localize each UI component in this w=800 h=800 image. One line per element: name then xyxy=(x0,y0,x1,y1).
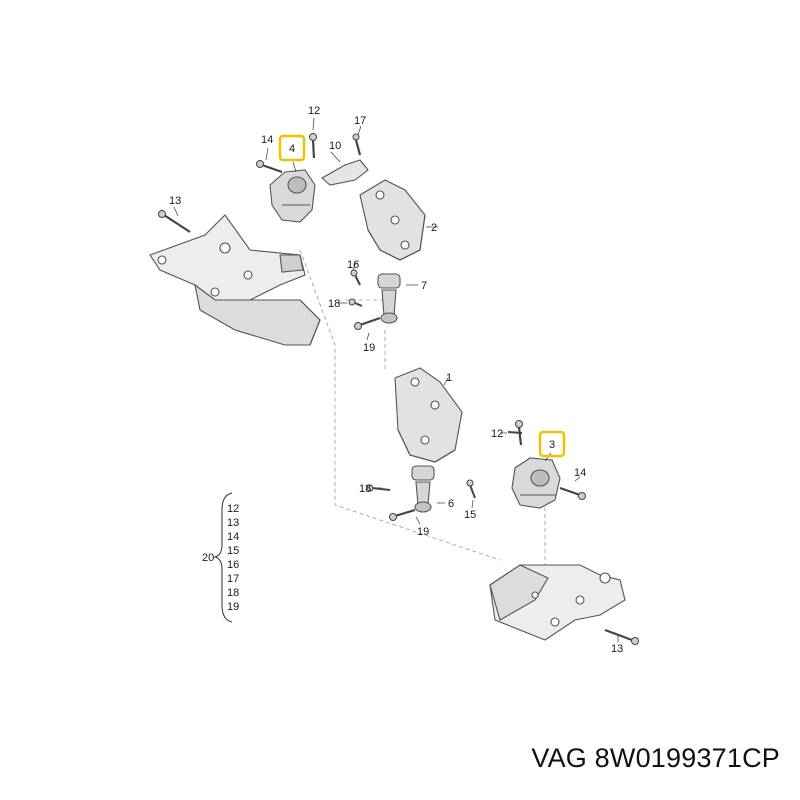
kit-list-brace xyxy=(213,492,233,623)
kit-list-item: 16 xyxy=(227,559,239,571)
damper-7 xyxy=(377,273,401,324)
kit-list-item: 13 xyxy=(227,517,239,529)
callout-19-lower: 19 xyxy=(417,526,429,538)
highlight-box-3 xyxy=(538,430,566,458)
kit-list-item: 15 xyxy=(227,545,239,557)
callout-4: 4 xyxy=(289,143,295,155)
callout-7: 7 xyxy=(421,280,427,292)
front-subframe-left xyxy=(149,214,321,346)
bolts xyxy=(158,133,639,645)
callout-12: 12 xyxy=(308,105,320,117)
callout-2: 2 xyxy=(431,222,437,234)
callout-13: 13 xyxy=(169,195,181,207)
highlight-box-4 xyxy=(278,134,306,162)
bracket-10 xyxy=(321,159,369,186)
callout-10: 10 xyxy=(329,140,341,152)
callout-18-lower: 18 xyxy=(359,483,371,495)
callout-20: 20 xyxy=(202,552,214,564)
callout-13-lower: 13 xyxy=(611,643,623,655)
callout-14-lower: 14 xyxy=(574,467,586,479)
kit-list-item: 17 xyxy=(227,573,239,585)
engine-bracket-1 xyxy=(394,367,463,463)
kit-list-item: 14 xyxy=(227,531,239,543)
engine-mount-4 xyxy=(269,169,316,223)
kit-list-item: 18 xyxy=(227,587,239,599)
callout-19: 19 xyxy=(363,342,375,354)
callout-15: 15 xyxy=(464,509,476,521)
callout-6: 6 xyxy=(448,498,454,510)
kit-list-item: 19 xyxy=(227,601,239,613)
kit-list-item: 12 xyxy=(227,503,239,515)
part-number-caption: VAG 8W0199371CP xyxy=(531,743,780,773)
engine-mount-3 xyxy=(511,457,561,509)
damper-6 xyxy=(411,465,435,513)
front-subframe-right xyxy=(489,564,626,641)
engine-bracket-2 xyxy=(359,179,426,261)
callout-3: 3 xyxy=(549,439,555,451)
callout-16: 16 xyxy=(347,259,359,271)
callout-1: 1 xyxy=(446,372,452,384)
callout-18: 18 xyxy=(328,298,340,310)
callout-14: 14 xyxy=(261,134,273,146)
callout-17: 17 xyxy=(354,115,366,127)
callout-labels: 13 14 4 12 17 10 2 16 7 18 19 1 12 3 14 … xyxy=(169,105,623,655)
leader-lines xyxy=(173,117,619,642)
kit-list: 12 13 14 15 16 17 18 19 xyxy=(227,503,239,613)
callout-12-lower: 12 xyxy=(491,428,503,440)
